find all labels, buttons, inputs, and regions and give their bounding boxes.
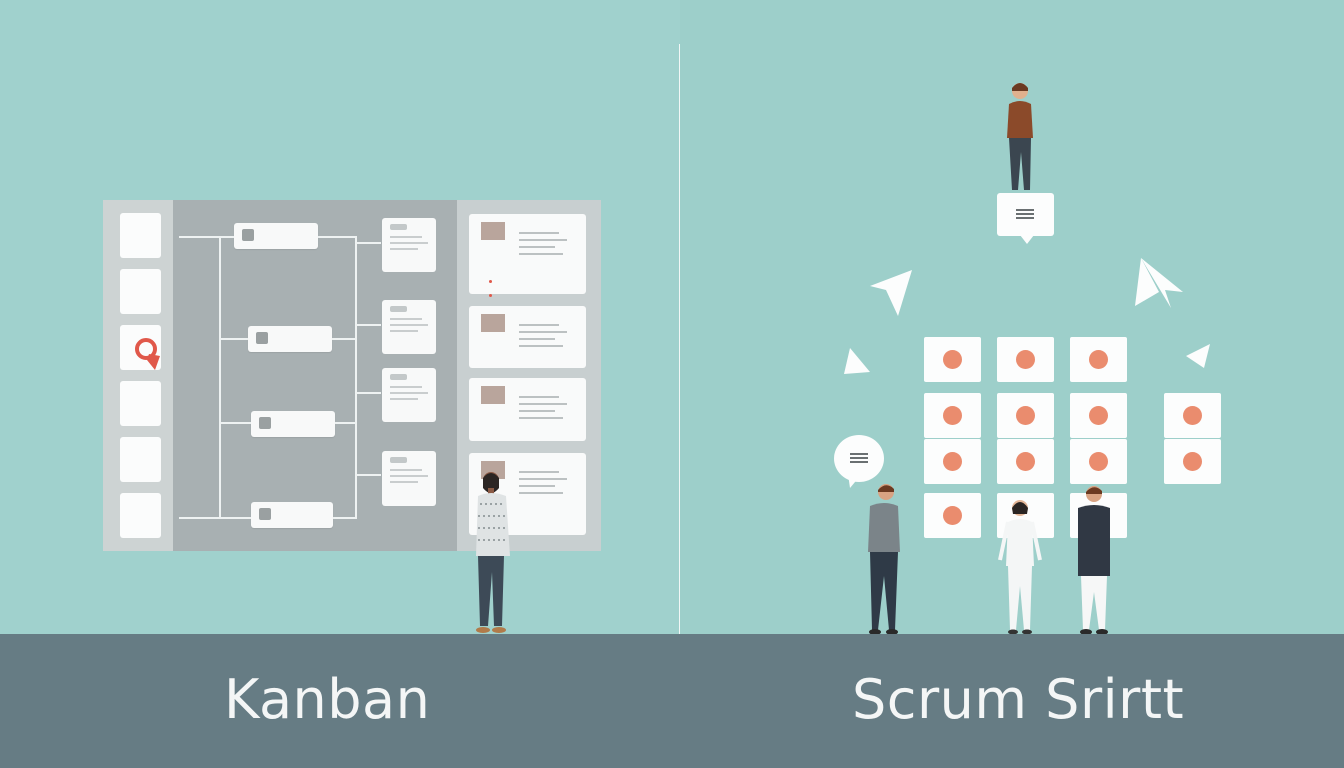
sidebar-tile[interactable] (120, 381, 161, 426)
sidebar-tile[interactable] (120, 213, 161, 258)
person-product-owner (1007, 83, 1033, 190)
sprint-tile[interactable] (997, 337, 1054, 382)
menu-lines-icon (1016, 209, 1034, 219)
avatar (481, 314, 505, 332)
task-pill[interactable] (251, 502, 333, 528)
connector-line (355, 236, 357, 517)
map-pin-icon (135, 338, 160, 370)
task-pill[interactable] (251, 411, 335, 437)
avatar (481, 222, 505, 240)
sprint-tile[interactable] (1070, 337, 1127, 382)
connector-line (355, 474, 381, 476)
center-divider (679, 44, 680, 634)
sidebar-tile[interactable] (120, 269, 161, 314)
person-team-member (998, 500, 1042, 635)
connector-line (219, 236, 221, 517)
scrum-caption: Scrum Srirtt (852, 668, 1185, 731)
profile-card[interactable] (469, 378, 586, 441)
task-card[interactable] (382, 451, 436, 506)
sidebar-tile[interactable] (120, 437, 161, 482)
sprint-tile[interactable] (924, 393, 981, 438)
person-team-member (1078, 486, 1110, 635)
task-card[interactable] (382, 218, 436, 272)
triangle-icon (844, 348, 870, 374)
task-card[interactable] (382, 368, 436, 422)
task-pill[interactable] (248, 326, 332, 352)
avatar (481, 386, 505, 404)
task-card[interactable] (382, 300, 436, 354)
connector-line (355, 324, 381, 326)
board-sidebar (103, 200, 173, 551)
footer-bar (0, 634, 1344, 768)
connector-line (355, 392, 381, 394)
kanban-board (103, 200, 601, 551)
triangle-icon (1186, 344, 1210, 368)
speech-box-top[interactable] (997, 193, 1054, 244)
task-pill[interactable] (234, 223, 318, 249)
sprint-tile[interactable] (997, 439, 1054, 484)
speech-bubble-tail (848, 474, 860, 488)
sprint-tile[interactable] (1164, 439, 1221, 484)
cursor-arrow-icon (1135, 258, 1183, 308)
menu-lines-icon (850, 453, 868, 463)
cursor-arrow-icon (870, 270, 912, 316)
profile-card[interactable] (469, 306, 586, 368)
kanban-caption: Kanban (224, 668, 431, 731)
speech-bubble[interactable] (834, 435, 884, 482)
person-team-member (868, 484, 900, 635)
profile-card[interactable] (469, 214, 586, 297)
sprint-tile[interactable] (997, 393, 1054, 438)
sidebar-tile[interactable] (120, 493, 161, 538)
sprint-tile[interactable] (924, 337, 981, 382)
person-kanban (476, 472, 510, 633)
sprint-tile[interactable] (924, 493, 981, 538)
connector-line (355, 242, 381, 244)
sprint-tile[interactable] (1070, 439, 1127, 484)
sprint-tile[interactable] (1070, 393, 1127, 438)
sprint-tile[interactable] (1164, 393, 1221, 438)
sprint-tile[interactable] (924, 439, 981, 484)
